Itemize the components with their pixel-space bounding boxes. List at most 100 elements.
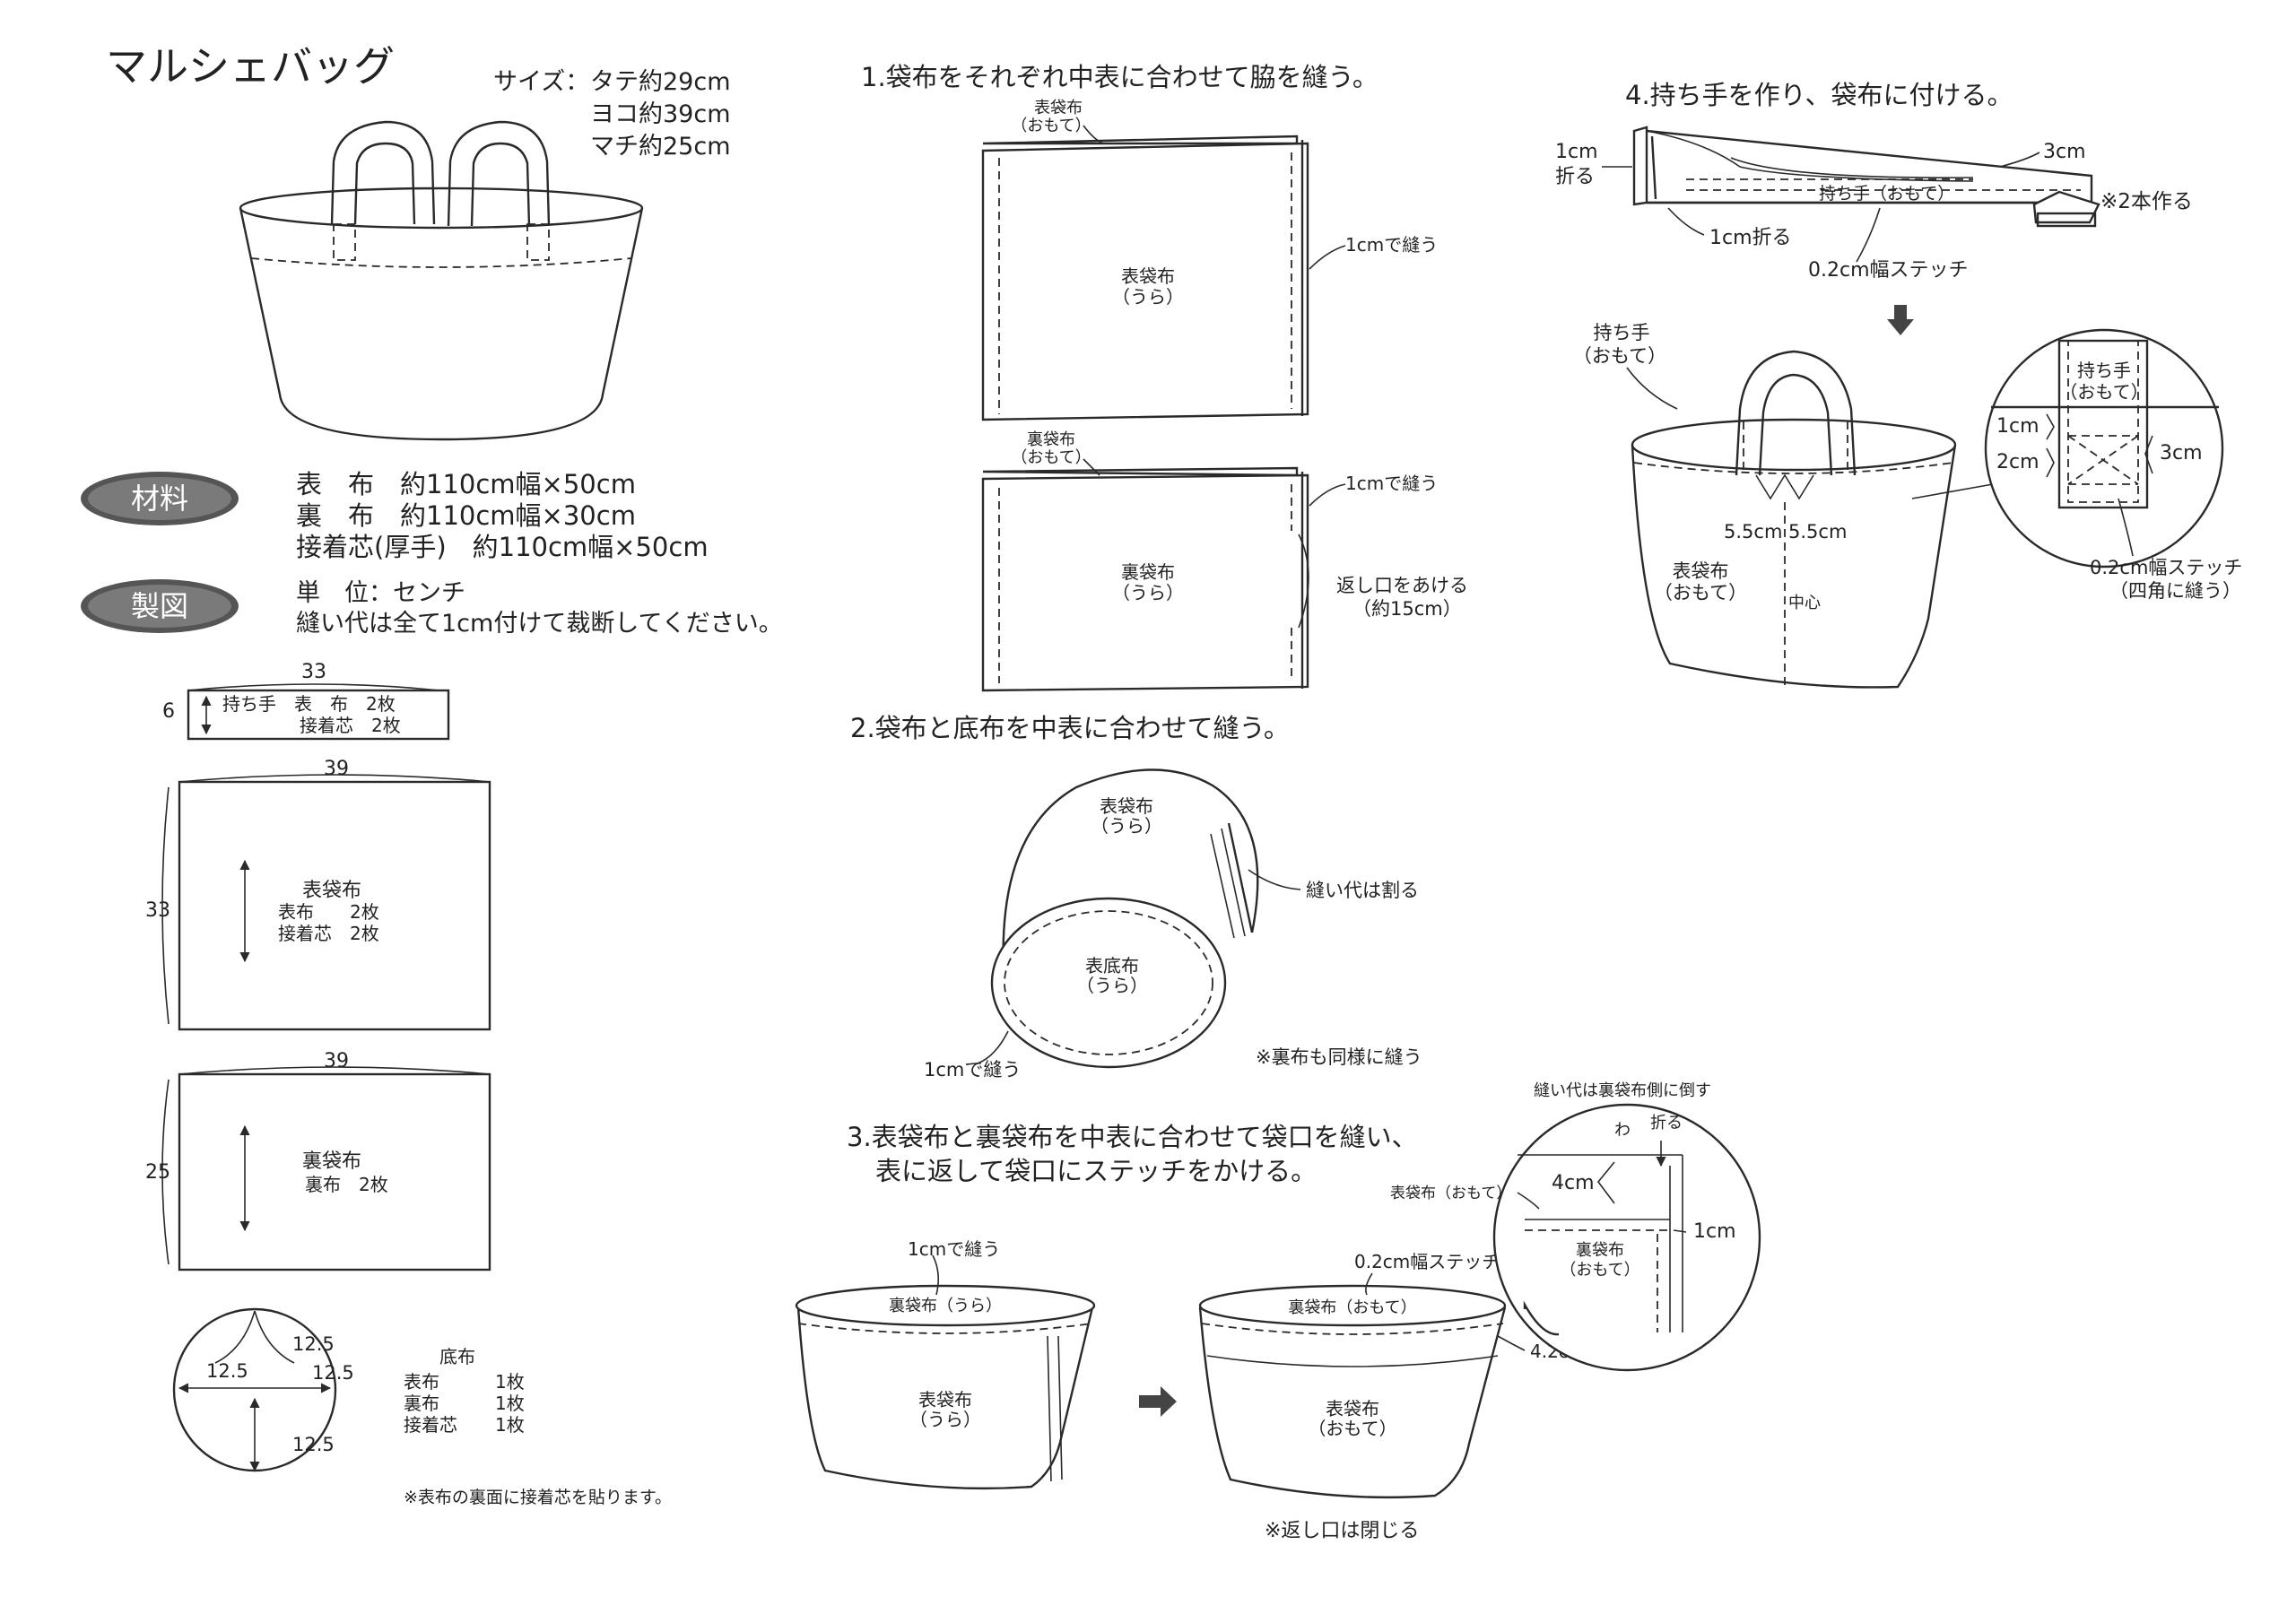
step4-center: 中心: [1788, 594, 1821, 612]
step4-zoom-stitch: 0.2cm幅ステッチ: [2090, 557, 2242, 578]
step3-bag-right-side-out: 裏袋布（おもて） 表袋布 （おもて） 0.2cm幅ステッチ 4.2cm幅ステッチ…: [1198, 1251, 1675, 1542]
handle-width-label: 33: [301, 661, 326, 683]
material-outer: 表 布 約110cm幅×50cm: [296, 469, 636, 499]
step4-handle-callout-sub: （おもて）: [1573, 345, 1666, 367]
handle-piece-line1: 持ち手 表 布 2枚: [222, 693, 396, 715]
step4-zoom-3cm: 3cm: [2160, 442, 2203, 464]
step4-width-3cm: 3cm: [2043, 141, 2086, 163]
step3-zoom-1cm: 1cm: [1693, 1220, 1736, 1243]
step2-body-label: 表袋布: [1100, 795, 1153, 817]
step3-zoom-fold: 折る: [1650, 1114, 1683, 1133]
materials-badge-label: 材料: [131, 482, 188, 516]
step4-make-two: ※2本作る: [2100, 190, 2193, 213]
step4-handle-label: 持ち手（おもて）: [1819, 184, 1954, 204]
outer-height-label: 33: [145, 899, 170, 922]
material-interfacing: 接着芯(厚手) 約110cm幅×50cm: [296, 532, 709, 562]
finished-bag-illustration: [239, 120, 644, 441]
step1-title: 1.袋布をそれぞれ中表に合わせて脇を縫う。: [861, 62, 1378, 92]
step3-seam: 1cmで縫う: [908, 1238, 1000, 1260]
step1-outer-top-label: 表袋布: [1034, 99, 1083, 117]
step1-outer-top-sub: （おもて）: [1011, 117, 1091, 135]
lining-piece-name: 裏袋布: [302, 1150, 361, 1173]
lining-piece-line1: 裏布 2枚: [305, 1174, 388, 1195]
lining-width-label: 39: [324, 1050, 349, 1072]
step2-split: 縫い代は割る: [1306, 880, 1419, 901]
step1-outer-center-sub: （うら）: [1112, 286, 1184, 308]
step1-outer-center: 表袋布: [1121, 265, 1175, 287]
size-height: タテ約29cm: [590, 68, 731, 96]
handle-height-label: 6: [162, 700, 175, 723]
step4-zoom-handle-sub: （おもて）: [2059, 381, 2148, 403]
step1-lining-top-label: 裏袋布: [1027, 430, 1075, 449]
step1-opening: 返し口をあける: [1336, 575, 1468, 596]
step3-left-body-sub: （うら）: [909, 1409, 981, 1430]
bottom-row-3-qty: 1枚: [495, 1414, 525, 1436]
step4-body-sub: （おもて）: [1654, 582, 1747, 603]
step3-closed-note: ※返し口は閉じる: [1265, 1520, 1419, 1542]
step2-bottom-label: 表底布: [1085, 955, 1139, 976]
handle-piece-line2: 接着芯 2枚: [300, 715, 401, 736]
step1-outer-panel: 表袋布 （おもて） 表袋布 （うら） 1cmで縫う: [981, 99, 1438, 421]
step4-fold1b: 折る: [1555, 166, 1595, 188]
bottom-row-2-qty: 1枚: [495, 1393, 525, 1414]
step1-lining-center-sub: （うら）: [1112, 582, 1184, 603]
step2-seam: 1cmで縫う: [924, 1059, 1021, 1081]
pattern-seam-note: 縫い代は全て1cm付けて裁断してください。: [296, 610, 783, 638]
step1-outer-seam: 1cmで縫う: [1345, 234, 1438, 256]
step2-bottom-sub: （うら）: [1076, 975, 1148, 996]
bottom-row-2-name: 裏布: [404, 1393, 439, 1414]
size-label: サイズ：: [493, 68, 589, 96]
lining-piece: 39 25 裏袋布 裏布 2枚: [145, 1050, 491, 1271]
step3-left-body: 表袋布: [918, 1389, 972, 1410]
step4-zoom-2cm: 2cm: [1996, 451, 2039, 473]
materials-badge: 材料: [81, 472, 239, 525]
step3-stitch-02: 0.2cm幅ステッチ: [1354, 1251, 1500, 1272]
lining-height-label: 25: [145, 1161, 170, 1184]
step3-zoom-title: 縫い代は裏袋布側に倒す: [1534, 1081, 1711, 1100]
step3-title-line1: 3.表袋布と裏袋布を中表に合わせて袋口を縫い、: [847, 1122, 1418, 1152]
step4-space-b: 5.5cm: [1788, 521, 1847, 542]
step3-bag-inside-out: 1cmで縫う 裏袋布（うら） 表袋布 （うら）: [795, 1238, 1096, 1490]
next-arrow-step3: [1139, 1386, 1177, 1417]
step3-zoom-outer-label: 表袋布（おもて）: [1390, 1185, 1511, 1202]
step3-zoom-wa: わ: [1614, 1121, 1631, 1140]
step4-fold2: 1cm折る: [1709, 227, 1792, 249]
step3-zoom-4cm: 4cm: [1552, 1172, 1595, 1194]
step4-body-label: 表袋布: [1673, 560, 1729, 582]
step3-zoom-lining: 裏袋布: [1576, 1241, 1624, 1260]
pattern-badge: 製図: [81, 579, 239, 633]
step4-title: 4.持ち手を作り、袋布に付ける。: [1625, 80, 2013, 110]
bottom-radius-top: 12.5: [292, 1333, 335, 1355]
step2-note: ※裏布も同様に縫う: [1256, 1046, 1422, 1068]
bottom-radius-bottom: 12.5: [292, 1434, 335, 1455]
step3-zoom-lining-sub: （おもて）: [1560, 1261, 1639, 1280]
step4-zoom-handle: 持ち手: [2077, 360, 2131, 381]
step2-title: 2.袋布と底布を中表に合わせて縫う。: [850, 713, 1290, 743]
outer-piece-line1: 表布 2枚: [278, 901, 379, 923]
material-lining: 裏 布 約110cm幅×30cm: [296, 500, 636, 531]
step2-cylinder: 表袋布 （うら） 表底布 （うら） 縫い代は割る 1cmで縫う ※裏布も同様に縫…: [924, 768, 1422, 1081]
step4-fold1: 1cm: [1555, 141, 1598, 163]
size-gusset: マチ約25cm: [590, 133, 731, 161]
handle-piece: 33 6 持ち手 表 布 2枚 接着芯 2枚: [162, 661, 450, 741]
bottom-row-1-name: 表布: [404, 1371, 439, 1393]
bottom-row-3-name: 接着芯: [404, 1414, 457, 1436]
step4-handle-callout: 持ち手: [1594, 322, 1650, 343]
step3-detail-zoom: 縫い代は裏袋布側に倒す わ 折る 4cm 1cm 表袋布（おもて） 裏袋布 （お…: [1390, 1081, 1761, 1372]
outer-piece-line2: 接着芯 2枚: [278, 923, 379, 944]
step4-stitch: 0.2cm幅ステッチ: [1808, 259, 1969, 282]
pattern-badge-label: 製図: [131, 589, 188, 623]
step3-right-body-sub: （おもて）: [1308, 1418, 1396, 1439]
step2-body-sub: （うら）: [1091, 815, 1162, 837]
step4-bag-with-handles: 持ち手 （おもて） 5.5cm 5.5cm 表袋布 （おもて） 中心: [1573, 322, 1957, 690]
outer-piece-name: 表袋布: [302, 880, 361, 902]
step3-right-body: 表袋布: [1326, 1398, 1379, 1419]
step4-zoom-1cm: 1cm: [1996, 415, 2039, 438]
step1-lining-top-sub: （おもて）: [1011, 448, 1091, 467]
outer-width-label: 39: [324, 758, 349, 780]
bottom-radius-right: 12.5: [312, 1362, 354, 1384]
step4-space-a: 5.5cm: [1724, 521, 1782, 542]
pattern-unit: 単 位：センチ: [296, 579, 465, 607]
bottom-radius-left: 12.5: [206, 1360, 248, 1382]
bottom-piece-name: 底布: [439, 1346, 475, 1367]
